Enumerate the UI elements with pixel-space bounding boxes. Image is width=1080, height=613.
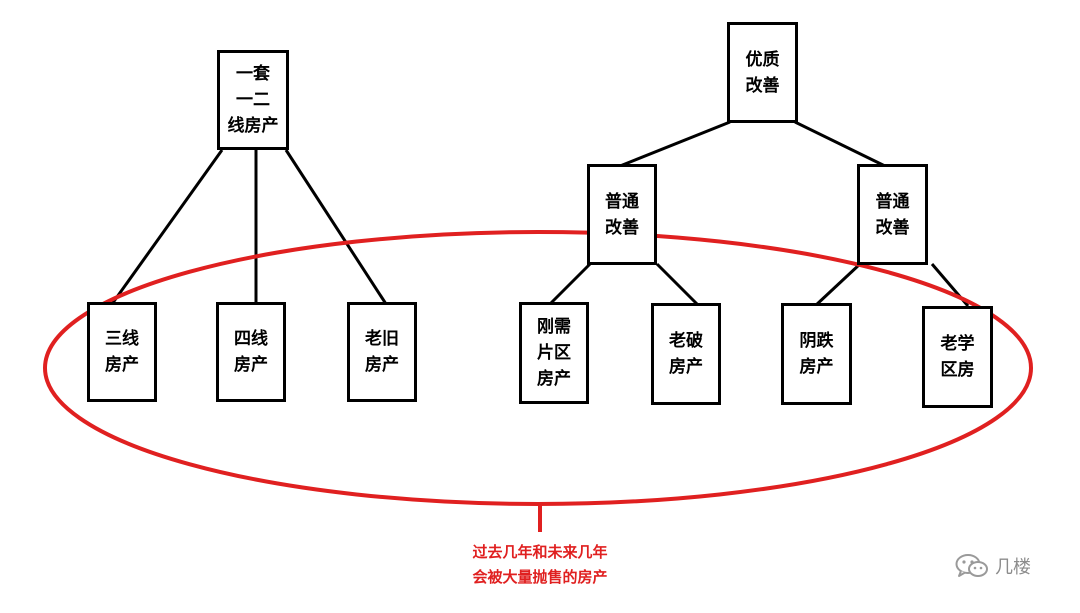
- node-premium-upgrade: 优质 改善: [727, 22, 798, 123]
- node-label: 三线 房产: [105, 329, 139, 375]
- node-normal-upgrade-left: 普通 改善: [587, 164, 657, 265]
- edge-line: [813, 262, 862, 308]
- node-label: 阴跌 房产: [799, 331, 834, 377]
- edge-line: [655, 262, 699, 306]
- edge-line: [548, 262, 592, 306]
- node-label: 老旧 房产: [365, 329, 399, 375]
- node-label: 老学 区房: [940, 334, 975, 380]
- highlight-caption: 过去几年和未来几年 会被大量抛售的房产: [472, 543, 608, 586]
- node-old-housing: 老旧 房产: [347, 302, 417, 402]
- node-label: 普通 改善: [875, 191, 910, 238]
- node-dilapidated-housing: 老破 房产: [651, 303, 721, 405]
- watermark: 几楼: [955, 553, 1031, 579]
- edge-line: [619, 120, 731, 168]
- node-old-school-district-housing: 老学 区房: [922, 306, 993, 408]
- node-tier3-housing: 三线 房产: [87, 302, 157, 402]
- edge-line: [284, 149, 388, 305]
- node-tier4-housing: 四线 房产: [216, 302, 286, 402]
- node-label: 刚需 片区 房产: [537, 317, 571, 389]
- edge-line: [110, 149, 224, 305]
- wechat-icon: [955, 553, 989, 579]
- watermark-text: 几楼: [995, 557, 1031, 578]
- node-label: 优质 改善: [745, 49, 780, 96]
- node-rigid-demand-housing: 刚需 片区 房产: [519, 302, 589, 404]
- node-label: 四线 房产: [234, 329, 268, 375]
- node-label: 普通 改善: [605, 191, 639, 238]
- node-label: 一套 一二 线房产: [227, 64, 279, 136]
- node-normal-upgrade-right: 普通 改善: [857, 164, 928, 265]
- node-first-second-tier-housing: 一套 一二 线房产: [217, 50, 289, 150]
- node-label: 老破 房产: [669, 331, 703, 377]
- edge-line: [794, 120, 886, 168]
- node-declining-housing: 阴跌 房产: [781, 303, 852, 405]
